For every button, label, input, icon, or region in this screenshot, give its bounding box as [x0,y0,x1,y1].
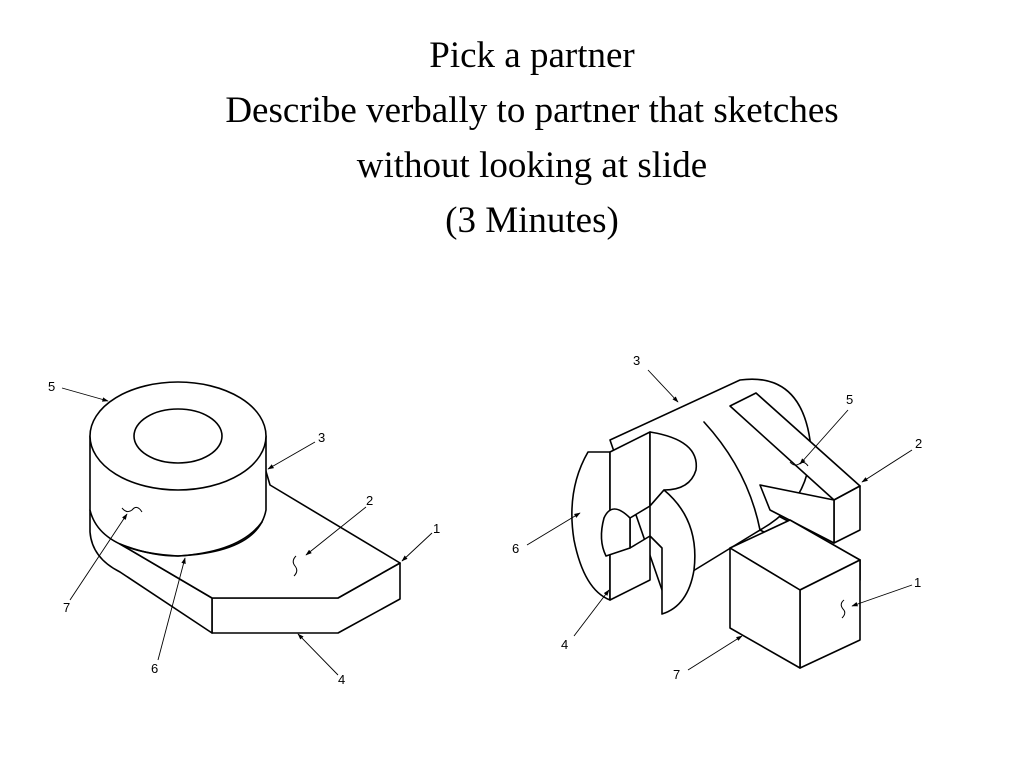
left-leader-3 [267,441,316,470]
right-leader-3 [647,369,679,403]
title-line-1: Pick a partner [429,35,635,76]
right-leader-5 [799,409,849,465]
left-base-fillet-edge [119,521,263,557]
right-leader-2 [861,449,913,483]
left-callouts: 5 3 2 1 7 6 4 [48,379,440,687]
left-object [89,381,401,634]
left-callout-5: 5 [48,379,55,394]
left-callout-1: 1 [433,521,440,536]
right-cube-left [729,547,801,669]
right-leader-7 [687,635,743,671]
left-cylinder-hole [133,408,223,464]
title-line-2: Describe verbally to partner that sketch… [225,90,839,131]
right-leader-1 [851,584,913,607]
right-callout-2: 2 [915,436,922,451]
right-body-curve [703,421,761,531]
left-squiggle-2 [292,555,298,577]
left-callout-7: 7 [63,600,70,615]
right-callout-5: 5 [846,392,853,407]
left-squiggle-7 [121,506,143,513]
left-leader-5 [61,387,109,402]
right-callout-6: 6 [512,541,519,556]
title-line-4: (3 Minutes) [445,200,619,241]
left-callout-4: 4 [338,672,345,687]
right-leader-4 [573,589,610,637]
right-callout-7: 7 [673,667,680,682]
right-squiggle-5 [789,461,809,467]
slide-title: Pick a partner Describe verbally to part… [0,28,1024,248]
right-callout-1: 1 [914,575,921,590]
left-leader-6 [157,557,186,661]
right-squiggle-1 [840,599,846,619]
right-leader-6 [526,512,581,546]
right-rib-side [759,484,835,544]
right-object [571,378,861,669]
left-leader-4 [297,633,339,676]
right-callout-4: 4 [561,637,568,652]
title-line-3: without looking at slide [356,145,708,186]
left-callout-3: 3 [318,430,325,445]
left-leader-7 [69,513,128,601]
left-leader-2 [305,506,367,556]
left-callout-6: 6 [151,661,158,676]
left-leader-1 [401,532,433,562]
right-slot-core [600,508,631,557]
right-cylinder-end [649,489,696,615]
right-callout-3: 3 [633,353,640,368]
right-callouts: 3 5 2 6 1 4 7 [512,353,922,682]
right-slot-inner [649,431,698,507]
left-callout-2: 2 [366,493,373,508]
